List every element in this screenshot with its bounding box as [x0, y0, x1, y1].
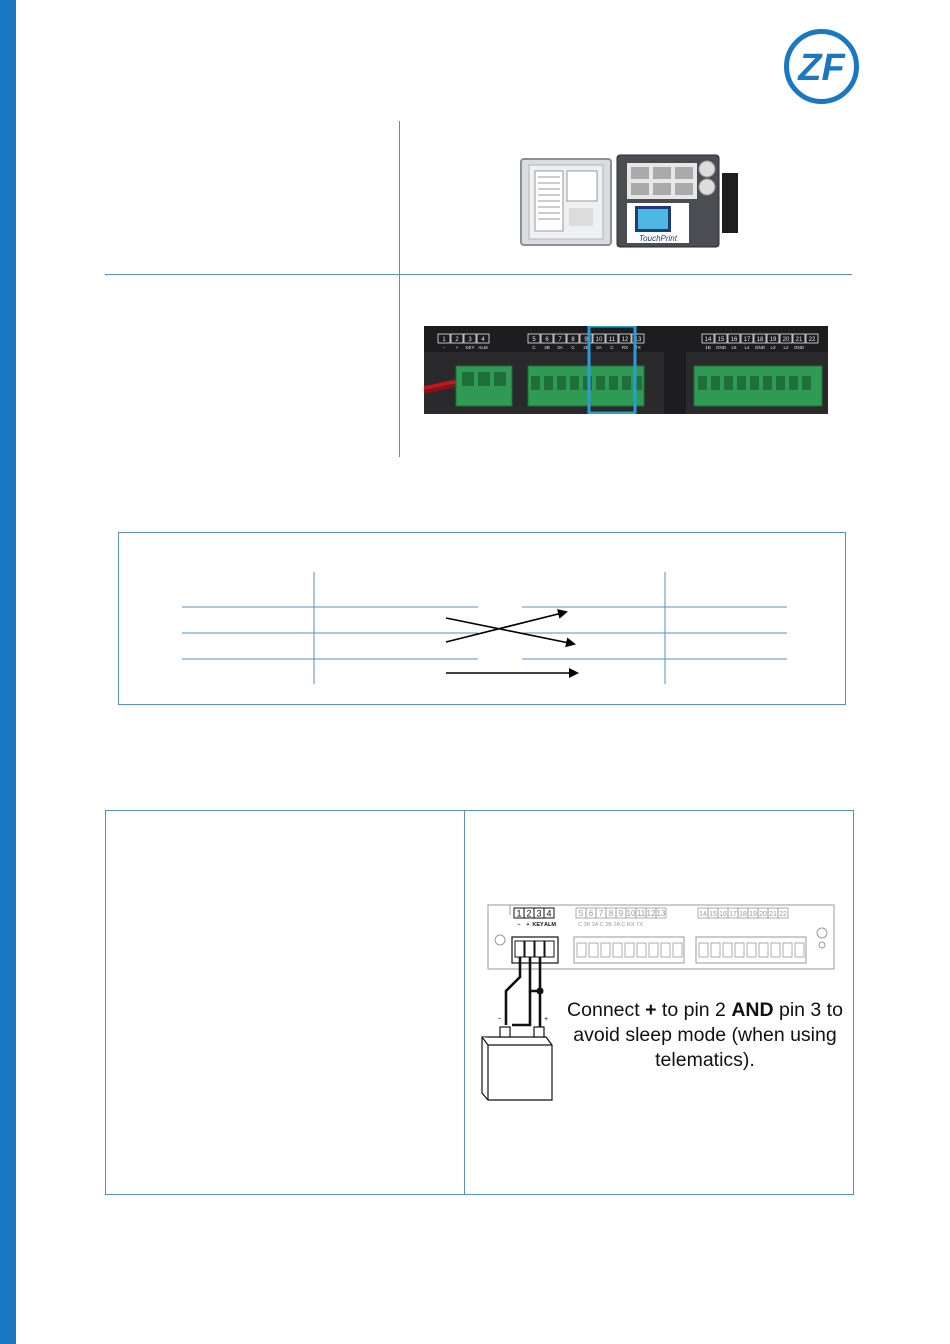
wiring-pin-22: 22 — [779, 911, 787, 918]
photo-pin-label-21: GND — [794, 345, 805, 350]
photo-pin-21: 21 — [796, 337, 803, 343]
photo-pin-label-5: C — [532, 345, 536, 350]
photo-pin-22: 22 — [809, 337, 816, 343]
wiring-pin-6: 6 — [589, 909, 594, 918]
photo-pin-6: 6 — [545, 337, 549, 343]
wiring-pin-13: 13 — [657, 909, 666, 918]
photo-pin-label-16: L5 — [731, 345, 737, 350]
wiring-pin-21: 21 — [769, 911, 777, 918]
note-part-3: pin 3 to avoid sleep mode (when using te… — [573, 999, 843, 1071]
photo-pin-label-1: − — [443, 345, 446, 350]
left-accent-bar — [0, 0, 16, 1344]
wiring-pin-10: 10 — [627, 909, 636, 918]
wiring-pin-9: 9 — [619, 909, 624, 918]
wiring-pin-12: 12 — [647, 909, 656, 918]
top-table-divider — [399, 121, 400, 457]
note-and-word: AND — [731, 999, 774, 1021]
photo-pin-19: 19 — [770, 337, 777, 343]
power-box-divider — [464, 810, 465, 1195]
photo-pin-11: 11 — [609, 337, 616, 343]
wiring-pin-16: 16 — [719, 911, 727, 918]
wiring-pin-label-3: KEY — [532, 922, 544, 928]
photo-pin-10: 10 — [596, 337, 603, 343]
photo-pin-label-6: 3B — [544, 345, 550, 350]
photo-pin-2: 2 — [455, 337, 459, 343]
wiring-pin-4: 4 — [546, 909, 551, 919]
wiring-pin-17: 17 — [729, 911, 737, 918]
wiring-pin-19: 19 — [749, 911, 757, 918]
photo-pin-20: 20 — [783, 337, 790, 343]
photo-pin-label-2: + — [456, 345, 459, 350]
photo-pin-label-14: 1B — [705, 345, 711, 350]
zf-logo: ZF — [784, 29, 859, 104]
photo-pin-label-9: 2B — [583, 345, 589, 350]
wiring-pin-1: 1 — [516, 909, 521, 919]
battery-plus-label: + — [544, 1016, 548, 1023]
photo-pin-label-15: GND — [716, 345, 727, 350]
photo-pin-16: 16 — [731, 337, 738, 343]
arrow-cross-down — [445, 617, 576, 648]
wiring-pin-18: 18 — [739, 911, 747, 918]
wiring-pin-label-4: ALM — [544, 922, 556, 928]
photo-pin-8: 8 — [571, 337, 575, 343]
rx-tx-crossover-diagram — [182, 572, 787, 684]
touchprint-enclosure-photo: TouchPrint — [517, 153, 743, 250]
photo-pin-label-13: TX — [635, 345, 641, 350]
touchprint-label: TouchPrint — [639, 234, 678, 243]
photo-pin-13: 13 — [635, 337, 642, 343]
photo-pin-label-17: L4 — [744, 345, 750, 350]
photo-pin-15: 15 — [718, 337, 725, 343]
wiring-pin-8: 8 — [609, 909, 614, 918]
note-part-1: Connect — [567, 999, 646, 1021]
photo-pin-14: 14 — [705, 337, 712, 343]
serial-connection-box — [118, 532, 846, 705]
photo-pin-label-18: GND — [755, 345, 766, 350]
photo-pin-7: 7 — [558, 337, 562, 343]
arrow-cross-up — [445, 609, 568, 643]
zf-logo-text: ZF — [797, 47, 846, 89]
photo-pin-label-12: RX — [622, 345, 628, 350]
photo-pin-5: 5 — [532, 337, 536, 343]
photo-pin-label-8: C — [571, 345, 575, 350]
note-part-2: to pin 2 — [656, 999, 732, 1021]
photo-pin-label-11: C — [610, 345, 614, 350]
battery-wiring-diagram: 1 2 3 4 − + KEY ALM 5 6 7 8 9 10 11 12 1… — [481, 904, 835, 1101]
wiring-pin-15: 15 — [709, 911, 717, 918]
photo-pin-12: 12 — [622, 337, 629, 343]
photo-pin-18: 18 — [757, 337, 764, 343]
photo-pin-label-7: 3A — [557, 345, 563, 350]
note-plus-symbol: + — [645, 999, 657, 1021]
photo-pin-17: 17 — [744, 337, 751, 343]
photo-pin-label-4: ALM — [478, 345, 488, 350]
battery-minus-label: - — [498, 1013, 501, 1023]
top-table-row-line — [105, 274, 852, 275]
photo-pin-label-3: KEY — [465, 345, 474, 350]
photo-pin-label-19: L3 — [770, 345, 776, 350]
photo-pin-1: 1 — [442, 337, 446, 343]
wiring-pin-label-1: − — [517, 922, 520, 928]
terminal-strip-photo: 1 2 3 4 − + KEY ALM 5 6 7 8 9 10 11 12 1… — [424, 326, 828, 414]
photo-pin-label-20: L2 — [783, 345, 789, 350]
power-connection-box — [105, 810, 854, 1195]
wiring-pin-3: 3 — [536, 909, 541, 919]
wiring-pin-2: 2 — [526, 909, 531, 919]
wiring-pin-7: 7 — [599, 909, 604, 918]
photo-pin-label-10: 2A — [596, 345, 602, 350]
wiring-pin-11: 11 — [637, 909, 646, 918]
photo-pin-3: 3 — [468, 337, 472, 343]
wiring-pin-label-2: + — [526, 922, 529, 928]
wiring-mid-labels: C 3B 3A C 2B 2A C RX TX — [578, 922, 643, 928]
wiring-pin-5: 5 — [579, 909, 584, 918]
wiring-pin-14: 14 — [699, 911, 707, 918]
wiring-pin-20: 20 — [759, 911, 767, 918]
photo-pin-9: 9 — [584, 337, 588, 343]
photo-pin-4: 4 — [481, 337, 485, 343]
sleep-mode-note: Connect + to pin 2 AND pin 3 to avoid sl… — [565, 998, 845, 1073]
